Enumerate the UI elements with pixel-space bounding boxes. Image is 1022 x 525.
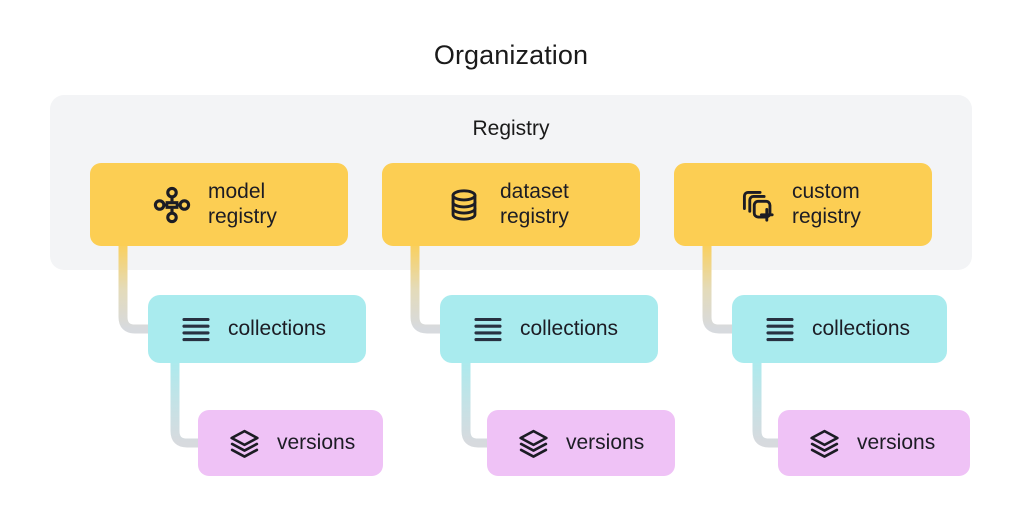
card-dataset-registry[interactable]: dataset registry bbox=[382, 163, 640, 246]
card-label: custom registry bbox=[792, 179, 861, 228]
card-label: collections bbox=[812, 316, 911, 340]
card-collections-3[interactable]: collections bbox=[732, 295, 947, 363]
card-label: versions bbox=[857, 430, 936, 454]
card-label: versions bbox=[277, 430, 356, 454]
card-label: versions bbox=[566, 430, 645, 454]
page-title: Organization bbox=[433, 40, 589, 70]
layers-stack-icon bbox=[228, 427, 261, 460]
card-label: dataset registry bbox=[500, 179, 569, 228]
card-custom-registry[interactable]: custom registry bbox=[674, 163, 932, 246]
stacked-squares-plus-icon bbox=[734, 183, 778, 227]
card-label: collections bbox=[520, 316, 619, 340]
card-label: model registry bbox=[208, 179, 277, 228]
node-graph-icon bbox=[150, 183, 194, 227]
card-label: collections bbox=[228, 316, 327, 340]
card-model-registry[interactable]: model registry bbox=[90, 163, 348, 246]
card-collections-2[interactable]: collections bbox=[440, 295, 658, 363]
list-lines-icon bbox=[764, 313, 796, 345]
list-lines-icon bbox=[472, 313, 504, 345]
registry-panel-title: Registry bbox=[472, 117, 550, 140]
card-versions-1[interactable]: versions bbox=[198, 410, 383, 476]
database-cylinder-icon bbox=[442, 183, 486, 227]
layers-stack-icon bbox=[517, 427, 550, 460]
card-versions-3[interactable]: versions bbox=[778, 410, 970, 476]
card-collections-1[interactable]: collections bbox=[148, 295, 366, 363]
layers-stack-icon bbox=[808, 427, 841, 460]
list-lines-icon bbox=[180, 313, 212, 345]
card-versions-2[interactable]: versions bbox=[487, 410, 675, 476]
